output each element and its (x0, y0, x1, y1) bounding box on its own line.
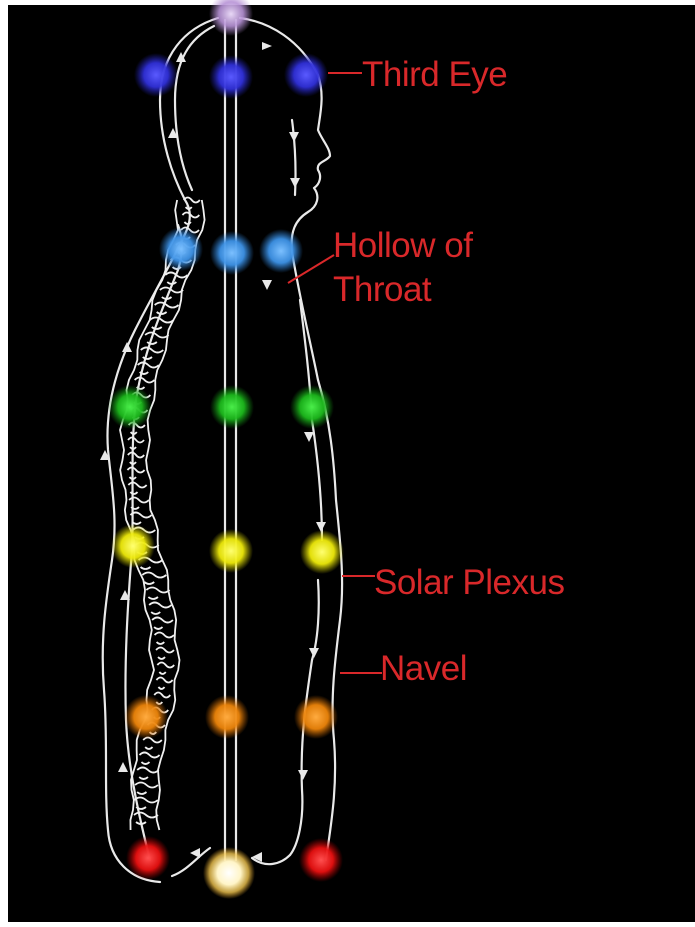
vertebra (145, 333, 168, 345)
throat-orb-center (210, 231, 254, 275)
heart-orb-front (290, 385, 334, 429)
third-eye-orb-center (209, 55, 253, 99)
spine (120, 198, 205, 831)
vertebra (155, 303, 179, 315)
solar-plexus-orb-front (300, 530, 344, 574)
solar-plexus-orb-center (209, 529, 253, 573)
body-silhouette (103, 18, 342, 882)
arrow-up-back-upper (122, 342, 132, 352)
arrow-down-throat (262, 280, 272, 290)
heart-orb-back (108, 385, 152, 429)
arrow-down-chest (304, 432, 314, 442)
vertebra (182, 213, 199, 225)
vertebra (146, 588, 169, 600)
vertebra (134, 813, 158, 825)
vertebra (135, 783, 158, 795)
solar-plexus-label: Solar Plexus (374, 563, 564, 602)
vertebra (128, 453, 144, 465)
arrow-up-back-low (118, 762, 128, 772)
root-orb-center (203, 847, 255, 899)
vertebra (128, 438, 144, 450)
arrow-down-face (290, 178, 300, 188)
vertebra (157, 663, 174, 675)
vertebra (137, 768, 159, 780)
vertebra (138, 363, 159, 375)
crown-orb (209, 0, 253, 36)
third-eye-orb-back (134, 53, 178, 97)
vertebra (128, 483, 146, 495)
solar-plexus-orb-back (111, 524, 155, 568)
back-outline-inner (175, 26, 214, 190)
vertebra (127, 468, 144, 480)
vertebra (143, 738, 162, 750)
vertebra (141, 348, 163, 360)
third-eye-label: Third Eye (362, 55, 507, 94)
root-orb-front (299, 838, 343, 882)
vertebra (156, 648, 174, 660)
vertebra (149, 603, 171, 615)
arrow-left-base-2 (190, 848, 200, 858)
heart-orb-center (210, 385, 254, 429)
third-eye-orb-front (284, 53, 328, 97)
sacral-orb-back (124, 695, 168, 739)
sacral-orb-center (205, 695, 249, 739)
vertebra (155, 633, 174, 645)
vertebra (156, 678, 172, 690)
vertebra (160, 288, 183, 300)
hollow-of-throat-label-line2: Throat (333, 270, 432, 309)
throat-orb-back (159, 227, 203, 271)
arrow-down-navel (309, 648, 319, 658)
sacral-orb-front (294, 695, 338, 739)
arrow-down-lower (298, 770, 308, 780)
vertebra (152, 618, 173, 630)
vertebra (142, 573, 166, 585)
hollow-of-throat-label-line1: Hollow of (333, 226, 473, 265)
root-orb-back (126, 836, 170, 880)
throat-orb-front (259, 229, 303, 273)
back-outline (103, 18, 218, 882)
arrow-down-forehead (289, 132, 299, 142)
navel-label: Navel (380, 649, 467, 688)
arrow-right-crown (262, 42, 272, 50)
vertebra (139, 753, 159, 765)
